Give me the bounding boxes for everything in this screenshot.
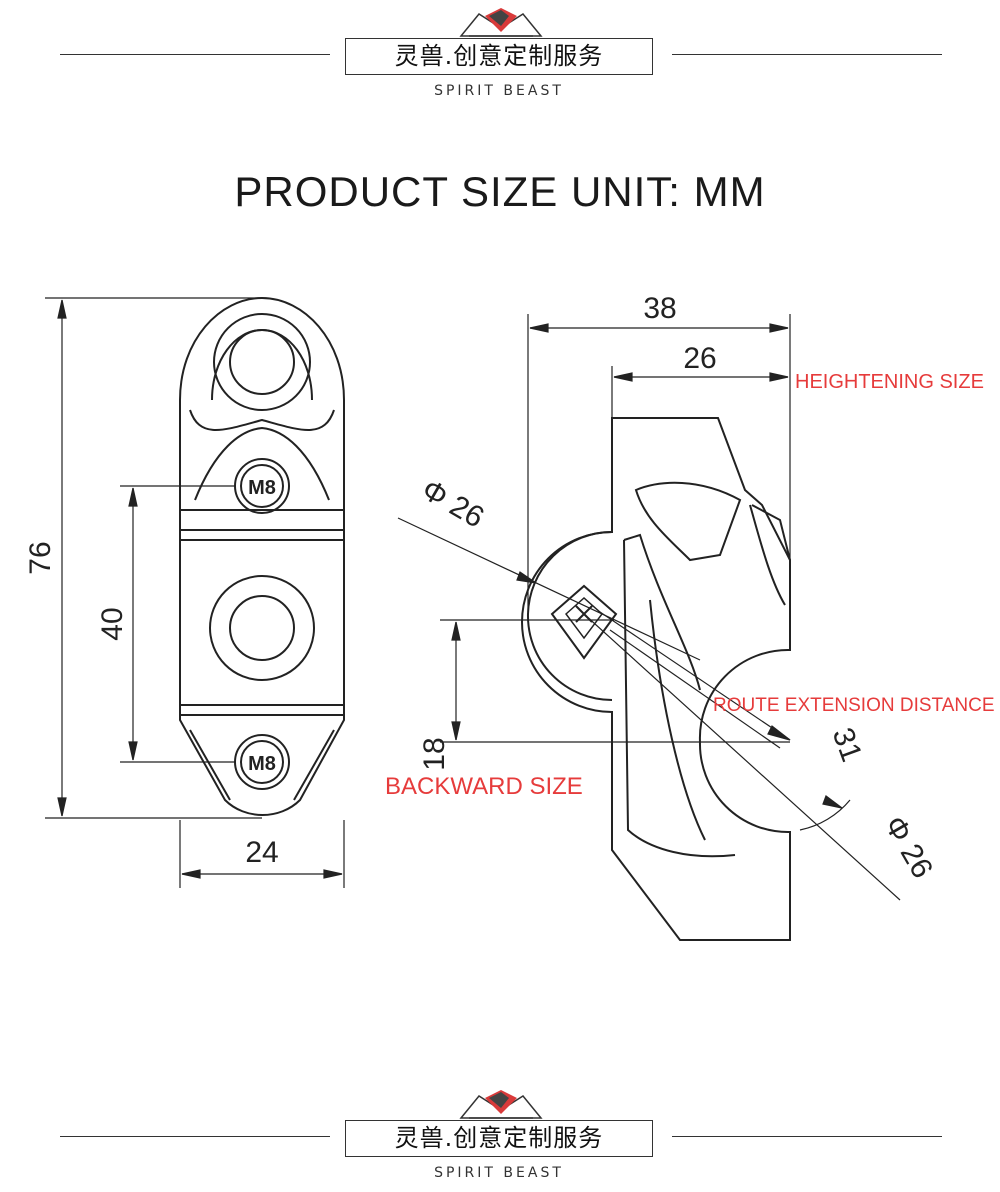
header-brand-box	[345, 38, 653, 75]
page-title: PRODUCT SIZE UNIT: MM	[234, 168, 766, 215]
dim-heightening-26: 26	[683, 342, 716, 375]
dim-backward-18: 18	[418, 737, 451, 770]
dim-diameter-top: Φ 26	[416, 473, 489, 534]
dim-width-38: 38	[643, 292, 676, 325]
annotation-heightening-size: HEIGHTENING SIZE	[795, 371, 984, 393]
dim-spacing-40: 40	[96, 607, 129, 640]
front-dimensions	[45, 297, 345, 888]
dim-height-76: 76	[24, 541, 57, 574]
dim-diameter-bottom: Φ 26	[878, 811, 939, 884]
bolt-top-label: M8	[248, 477, 276, 499]
header-brand-zh: 灵兽.创意定制服务	[394, 42, 604, 70]
footer-brand-box	[345, 1120, 653, 1157]
header-rule-right	[672, 54, 942, 55]
spirit-beast-logo-icon	[459, 1090, 543, 1119]
dim-width-24: 24	[245, 836, 278, 869]
spirit-beast-logo-icon	[459, 8, 543, 37]
side-dimensions	[397, 314, 901, 901]
footer-brand-zh: 灵兽.创意定制服务	[394, 1124, 604, 1152]
annotation-backward-size: BACKWARD SIZE	[385, 773, 583, 800]
side-view	[521, 417, 791, 941]
front-view	[179, 296, 345, 816]
header-rule-left	[60, 54, 330, 55]
dim-route-31: 31	[826, 723, 868, 766]
bolt-bottom-label: M8	[248, 753, 276, 775]
footer-brand: 灵兽.创意定制服务 SPIRIT BEAST	[0, 1082, 1000, 1182]
header-brand: 灵兽.创意定制服务 SPIRIT BEAST	[0, 0, 1000, 100]
footer-rule-right	[672, 1136, 942, 1137]
header-brand-en: SPIRIT BEAST	[434, 83, 564, 99]
annotation-route-extension: ROUTE EXTENSION DISTANCE	[713, 695, 995, 716]
footer-brand-en: SPIRIT BEAST	[434, 1165, 564, 1181]
footer-rule-left	[60, 1136, 330, 1137]
